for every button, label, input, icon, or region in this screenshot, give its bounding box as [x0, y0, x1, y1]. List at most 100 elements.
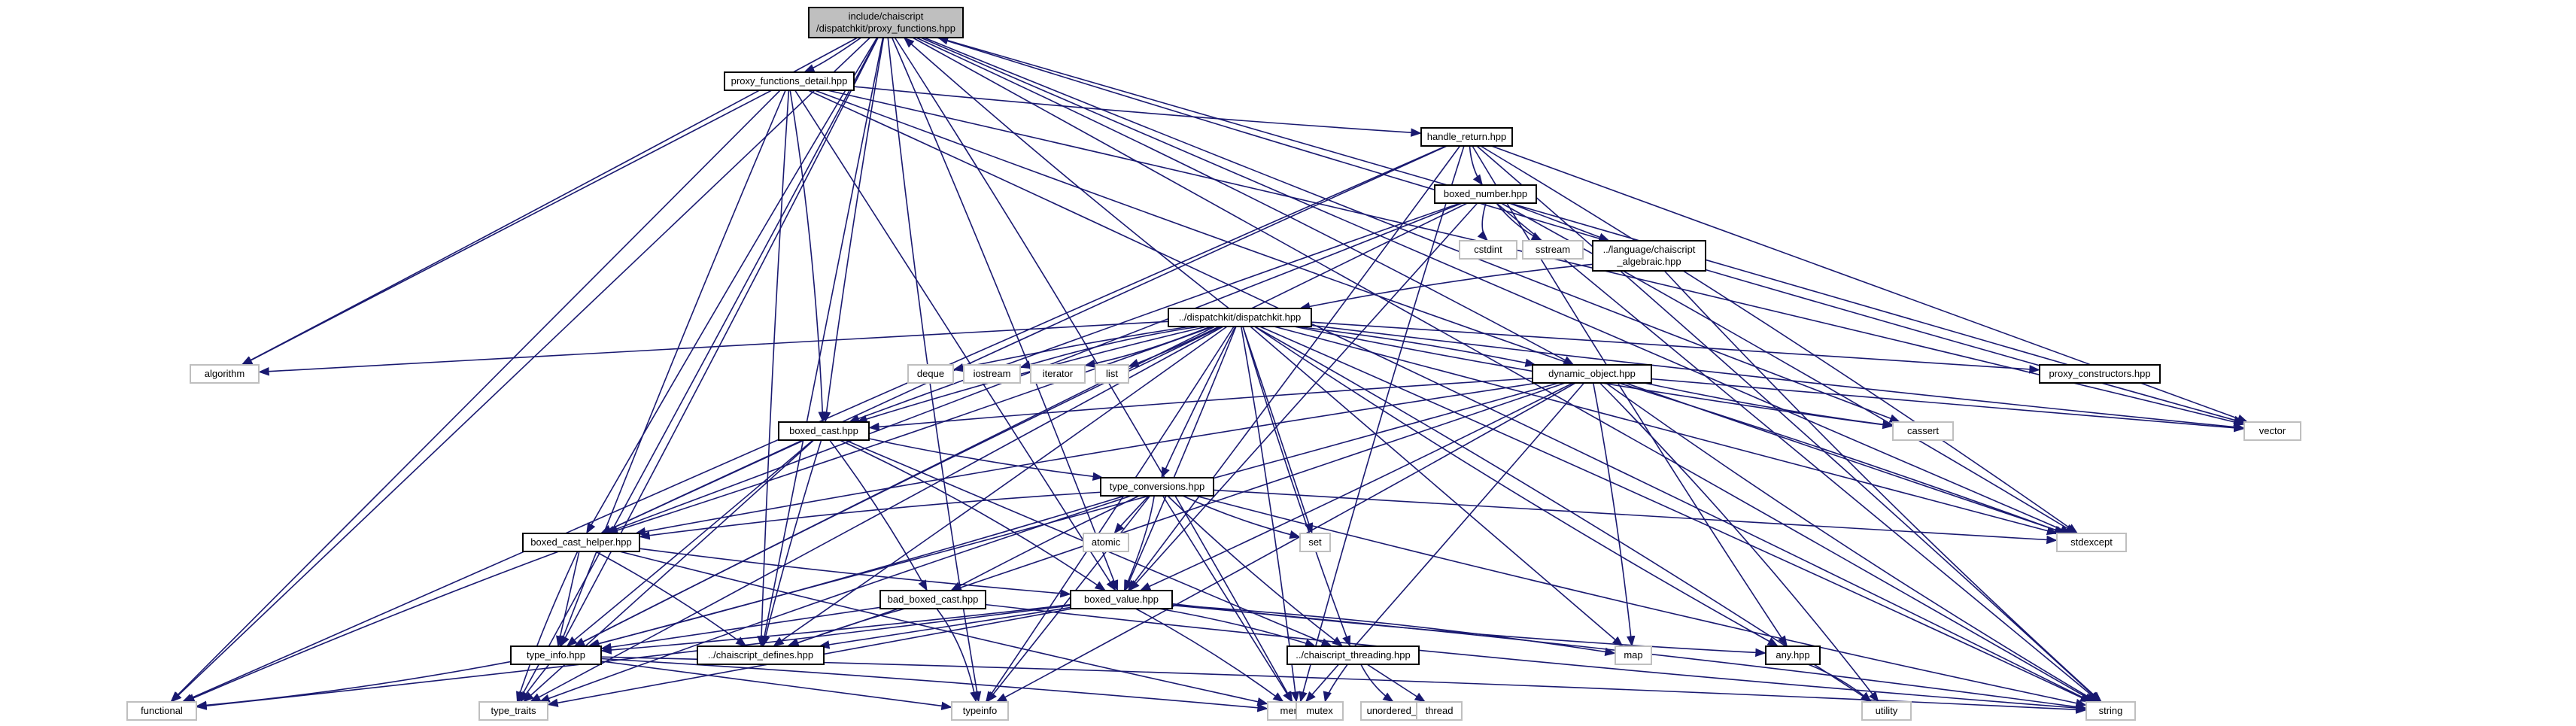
edge-dk-to-utility	[1254, 326, 1873, 703]
node-pfd[interactable]: proxy_functions_detail.hpp	[724, 71, 855, 91]
node-bv[interactable]: boxed_value.hpp	[1070, 590, 1173, 609]
edge-root-to-stdexcept	[920, 37, 2071, 534]
edge-tc-to-string	[1195, 495, 2087, 708]
edge-pfd-to-hr	[853, 86, 1422, 137]
edge-pfd-to-functional	[170, 90, 781, 703]
node-box	[190, 364, 260, 384]
node-box	[126, 701, 197, 721]
node-label: type_conversions.hpp	[1110, 481, 1204, 492]
edge-dobj-to-string	[1605, 382, 2098, 703]
edge-bn-to-stdexcept	[1500, 202, 2076, 534]
node-root[interactable]: include/chaiscript/dispatchkit/proxy_fun…	[808, 7, 964, 38]
edge-bn-to-bch	[603, 202, 1463, 534]
node-typeinfo: typeinfo	[951, 701, 1009, 721]
node-box	[1615, 646, 1652, 665]
node-label: algorithm	[205, 368, 245, 379]
node-bch[interactable]: boxed_cast_helper.hpp	[522, 533, 640, 552]
node-label: ../chaiscript_defines.hpp	[708, 649, 813, 661]
node-box	[478, 701, 548, 721]
node-box	[1100, 477, 1214, 497]
node-box	[1296, 701, 1344, 721]
edge-dk-to-pc	[1311, 321, 2040, 374]
node-box	[1286, 646, 1420, 665]
node-box	[879, 590, 986, 609]
node-cthr[interactable]: ../chaiscript_threading.hpp	[1286, 646, 1420, 665]
edge-dobj-to-stdexcept	[1618, 382, 2066, 534]
edge-bn-to-alg	[1509, 202, 1610, 241]
node-stdexcept: stdexcept	[2056, 533, 2127, 552]
edge-root-to-bch	[585, 37, 878, 534]
edge-dobj-to-cassert	[1644, 382, 1894, 430]
node-box	[1532, 364, 1652, 384]
edge-bch-to-cdef	[595, 551, 747, 647]
node-string: string	[2085, 701, 2136, 721]
node-vector: vector	[2243, 421, 2301, 441]
edge-bc-to-bch	[600, 439, 805, 534]
node-box	[697, 646, 825, 665]
node-tc[interactable]: type_conversions.hpp	[1100, 477, 1214, 497]
node-bbc[interactable]: bad_boxed_cast.hpp	[879, 590, 986, 609]
edge-dk-to-iostream	[1019, 326, 1201, 369]
edge-dk-to-bch	[606, 326, 1214, 535]
edge-bc-to-ti	[566, 439, 814, 647]
node-box	[724, 71, 855, 91]
edge-bn-to-sstream	[1496, 202, 1543, 241]
node-box	[1420, 127, 1513, 147]
node-box	[808, 7, 964, 38]
node-cdef[interactable]: ../chaiscript_defines.hpp	[697, 646, 825, 665]
node-hr[interactable]: handle_return.hpp	[1420, 127, 1513, 147]
node-typetraits: type_traits	[478, 701, 548, 721]
edge-root-to-ti	[560, 37, 879, 647]
node-bn[interactable]: boxed_number.hpp	[1434, 184, 1537, 204]
node-label: any.hpp	[1776, 649, 1809, 661]
node-any[interactable]: any.hpp	[1765, 646, 1821, 665]
edge-ti-to-typetraits	[520, 664, 550, 703]
edge-ti-to-functional	[196, 661, 512, 710]
edge-tc-to-atomic	[1113, 495, 1150, 534]
edge-bch-to-functional	[184, 551, 559, 703]
node-box	[963, 364, 1021, 384]
edge-dk-to-algorithm	[258, 320, 1169, 376]
node-label: bad_boxed_cast.hpp	[888, 594, 979, 605]
edge-bv-to-cdef	[819, 606, 1071, 649]
node-cassert: cassert	[1892, 421, 1954, 441]
node-box	[1030, 364, 1086, 384]
edge-hr-to-string	[1476, 145, 2101, 703]
edge-pfd-to-string	[807, 90, 2092, 703]
node-label: thread	[1426, 705, 1454, 716]
edge-pfd-to-stdexcept	[814, 90, 2067, 535]
node-bc[interactable]: boxed_cast.hpp	[778, 421, 870, 441]
edge-bc-to-bv	[839, 439, 1106, 591]
node-box	[2056, 533, 2127, 552]
node-ti[interactable]: type_info.hpp	[510, 646, 602, 665]
node-box	[1892, 421, 1954, 441]
node-dobj[interactable]: dynamic_object.hpp	[1532, 364, 1652, 384]
edge-tc-to-stdexcept	[1213, 489, 2058, 545]
edge-bn-to-ti	[573, 202, 1468, 647]
edge-dk-to-set	[1242, 326, 1314, 534]
edge-pfd-to-bc	[789, 90, 827, 423]
edge-bch-to-bv	[639, 548, 1071, 598]
node-pc[interactable]: proxy_constructors.hpp	[2039, 364, 2161, 384]
node-box	[1434, 184, 1537, 204]
edge-pfd-to-algorithm	[242, 90, 773, 366]
edge-dk-to-cdef	[773, 326, 1228, 647]
node-iterator: iterator	[1030, 364, 1086, 384]
edge-root-to-typetraits	[518, 37, 879, 703]
edge-tc-to-bv	[1123, 495, 1155, 591]
node-label: /dispatchkit/proxy_functions.hpp	[816, 23, 955, 34]
node-dk[interactable]: ../dispatchkit/dispatchkit.hpp	[1168, 308, 1312, 327]
node-box	[1861, 701, 1912, 721]
edge-bn-to-bv	[1129, 202, 1478, 591]
edge-hr-to-stdexcept	[1480, 145, 2079, 534]
edge-bv-to-ti	[600, 603, 1071, 655]
node-label: map	[1624, 649, 1642, 661]
node-label: boxed_value.hpp	[1084, 594, 1159, 605]
node-alg[interactable]: ../language/chaiscript_algebraic.hpp	[1592, 240, 1706, 272]
node-box	[2039, 364, 2161, 384]
edge-alg-to-string	[1663, 270, 2102, 703]
edge-bch-to-typetraits	[516, 551, 579, 703]
node-box	[1592, 240, 1706, 272]
edge-dobj-to-bc	[868, 378, 1533, 432]
